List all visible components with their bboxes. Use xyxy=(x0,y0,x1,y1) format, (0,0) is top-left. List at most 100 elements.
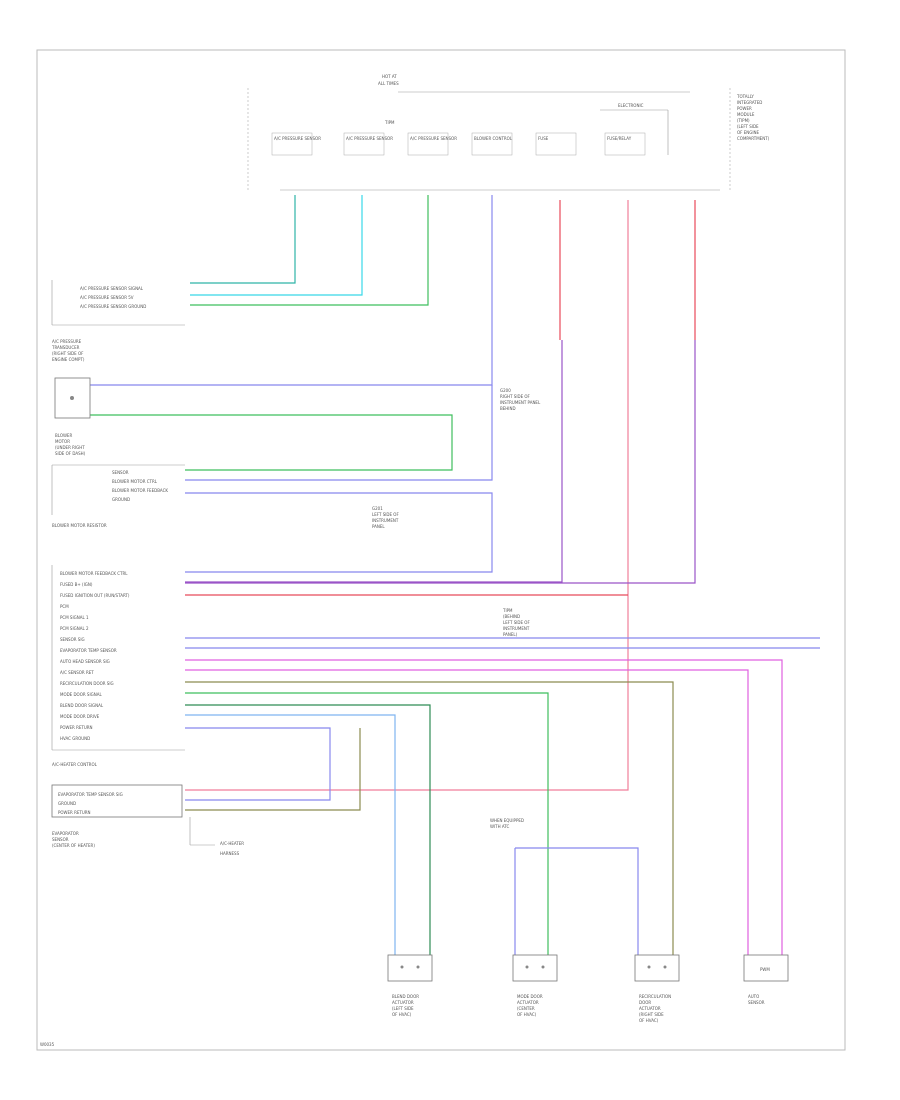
wire-magenta xyxy=(185,659,783,955)
actuator-note: WHEN EQUIPPED WITH ATC xyxy=(490,818,524,829)
hvac-pin-label: FUSED B+ (IGN) xyxy=(60,582,93,587)
actuator-caption: OF HVAC) xyxy=(392,1012,412,1017)
tipm-column-box xyxy=(471,132,513,156)
evaporator-sensor: EVAPORATOR TEMP SENSOR SIG GROUND POWER … xyxy=(51,784,244,856)
actuator-box xyxy=(512,954,558,982)
tipm-note-2: (BEHIND xyxy=(503,614,520,619)
tipm-column-label: BLOWER CONTROL xyxy=(474,136,513,141)
tipm-column-label: FUSE xyxy=(538,136,549,141)
module-callout-line: MODULE xyxy=(737,112,755,117)
wire-teal xyxy=(190,195,296,284)
actuator-caption: AUTO xyxy=(748,994,759,999)
evap-caption-3: (CENTER OF HEATER) xyxy=(52,843,95,848)
wire-olive xyxy=(185,728,361,811)
tipm-column-box xyxy=(535,132,577,156)
hvac-pin-label: PCM SIGNAL 2 xyxy=(60,626,89,631)
pressure-caption-2: TRANSDUCER xyxy=(51,345,80,350)
hvac-pin-label: HVAC GROUND xyxy=(60,736,90,741)
ground-right-3: INSTRUMENT PANEL xyxy=(500,400,541,405)
actuator-caption: ACTUATOR xyxy=(392,1000,414,1005)
blower-caption-1: BLOWER xyxy=(55,433,72,438)
actuator-box-label: PWM xyxy=(760,967,770,972)
actuator-caption: (RIGHT SIDE xyxy=(639,1012,664,1017)
hvac-pin-label: SENSOR SIG xyxy=(60,637,85,642)
power-bus: HOT AT ALL TIMES ELECTRONIC TIPM xyxy=(247,74,731,190)
tipm-column-box xyxy=(343,132,385,156)
wire-magenta xyxy=(185,669,749,955)
module-callout-line: OF ENGINE xyxy=(737,130,760,135)
pressure-sensor-pin-3: A/C PRESSURE SENSOR GROUND xyxy=(80,304,146,309)
resistor-caption: BLOWER MOTOR RESISTOR xyxy=(52,523,107,528)
wire-pink xyxy=(185,200,629,791)
wire-blue xyxy=(185,727,331,801)
actuator-caption: ACTUATOR xyxy=(517,1000,539,1005)
hot-at-all-times-label-2: ALL TIMES xyxy=(378,81,399,86)
wire-olive xyxy=(185,681,674,955)
actuator-pin-icon xyxy=(525,965,529,969)
tipm-column-box xyxy=(271,132,313,156)
evap-pin-1: EVAPORATOR TEMP SENSOR SIG xyxy=(58,792,123,797)
hot-at-all-times-label-1: HOT AT xyxy=(382,74,397,79)
hvac-control-caption: A/C-HEATER CONTROL xyxy=(52,762,98,767)
evap-pin-2: GROUND xyxy=(58,801,76,806)
module-callout-line: TOTALLY xyxy=(736,94,754,99)
wire-green xyxy=(185,692,549,955)
electronic-label: ELECTRONIC xyxy=(618,103,644,108)
hvac-pin-label: PCM SIGNAL 1 xyxy=(60,615,89,620)
module-callout-line: INTEGRATED xyxy=(737,100,762,105)
pressure-caption-3: (RIGHT SIDE OF xyxy=(52,351,84,356)
tipm-column-label: FUSE/RELAY xyxy=(607,136,632,141)
wire-violet xyxy=(185,340,563,583)
actuator-box xyxy=(634,954,680,982)
hvac-pin-label: A/C SENSOR RET xyxy=(60,670,94,675)
actuator-caption: (LEFT SIDE xyxy=(392,1006,414,1011)
actuator-pin-icon xyxy=(647,965,651,969)
evap-caption-2: SENSOR xyxy=(52,837,69,842)
ground-note-4: PANEL xyxy=(372,524,385,529)
ground-note-3: INSTRUMENT xyxy=(372,518,399,523)
resistor-pin-3: BLOWER MOTOR FEEDBACK xyxy=(112,488,168,493)
wire-lightblue xyxy=(185,714,396,955)
hvac-pin-label: AUTO HEAD SENSOR SIG xyxy=(60,659,110,664)
tipm-column-label: A/C PRESSURE SENSOR xyxy=(346,136,393,141)
diagram-frame xyxy=(36,49,846,1051)
blower-resistor: SENSOR BLOWER MOTOR CTRL BLOWER MOTOR FE… xyxy=(51,464,399,529)
tipm-column-label: A/C PRESSURE SENSOR xyxy=(410,136,457,141)
pressure-sensor-block: A/C PRESSURE SENSOR SIGNAL A/C PRESSURE … xyxy=(51,280,185,362)
splice-note: G200 RIGHT SIDE OF INSTRUMENT PANEL BEHI… xyxy=(500,388,541,411)
module-callout-line: COMPARTMENT) xyxy=(737,136,770,141)
blower-caption-2: MOTOR xyxy=(55,439,70,444)
actuator-box xyxy=(743,954,789,982)
blower-caption-3: (UNDER RIGHT xyxy=(55,445,85,450)
wire-green xyxy=(90,414,453,471)
hvac-pin-label: MODE DOOR SIGNAL xyxy=(60,692,102,697)
blower-motor: BLOWER MOTOR (UNDER RIGHT SIDE OF DASH) xyxy=(54,377,91,456)
pressure-sensor-pin-1: A/C PRESSURE SENSOR SIGNAL xyxy=(80,286,144,291)
hvac-pin-label: BLOWER MOTOR FEEDBACK CTRL xyxy=(60,571,128,576)
hvac-pin-label: PCM xyxy=(60,604,69,609)
tipm-column-box xyxy=(407,132,449,156)
pressure-caption-4: ENGINE COMPT) xyxy=(52,357,85,362)
actuator-caption: DOOR xyxy=(639,1000,651,1005)
actuator-caption: ACTUATOR xyxy=(639,1006,661,1011)
evap-note-2: HARNESS xyxy=(220,851,240,856)
tipm-column-box xyxy=(604,132,646,156)
ground-note-2: LEFT SIDE OF xyxy=(372,512,399,517)
actuator-caption: OF HVAC) xyxy=(639,1018,659,1023)
actuator-caption: (CENTER xyxy=(517,1006,535,1011)
ground-right-2: RIGHT SIDE OF xyxy=(500,394,531,399)
actuator-pin-icon xyxy=(416,965,420,969)
actuator-caption: SENSOR xyxy=(748,1000,765,1005)
wire-blue xyxy=(515,847,639,955)
footer-code: W0035 xyxy=(40,1042,55,1047)
evap-caption-1: EVAPORATOR xyxy=(52,831,79,836)
wire-blue xyxy=(185,385,493,481)
module-callout-line: (TIPM) xyxy=(737,118,750,123)
tipm-note: TIPM (BEHIND LEFT SIDE OF INSTRUMENT PAN… xyxy=(502,608,530,637)
evap-note-1: A/C-HEATER xyxy=(220,841,244,846)
hvac-pin-label: RECIRCULATION DOOR SIG xyxy=(60,681,114,686)
wire-blue xyxy=(90,195,493,386)
ground-right-4: BEHIND xyxy=(500,406,516,411)
ground-note-1: G201 xyxy=(372,506,383,511)
hvac-pin-label: EVAPORATOR TEMP SENSOR xyxy=(60,648,117,653)
